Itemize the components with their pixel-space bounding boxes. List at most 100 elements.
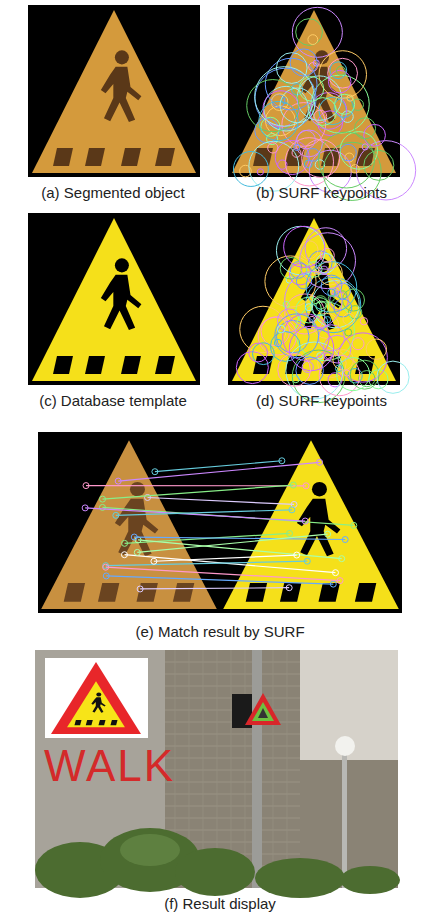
keypoint-circle <box>274 339 281 346</box>
keypoint-circle <box>257 169 263 175</box>
keypoint-circle <box>284 226 325 267</box>
match-point <box>151 558 157 564</box>
panel-caption: (f) Result display <box>20 895 420 913</box>
match-line <box>155 461 282 472</box>
match-line <box>148 497 294 504</box>
match-point <box>304 558 310 564</box>
keypoint-circle <box>360 318 367 325</box>
panel-ground <box>38 432 402 613</box>
keypoint-circle <box>362 144 368 150</box>
keypoint-circle <box>336 66 345 75</box>
keypoint-circle <box>377 361 409 393</box>
match-line <box>103 485 294 499</box>
match-point <box>339 556 345 562</box>
result-sign <box>67 681 125 727</box>
pedestrian-figure <box>297 482 340 556</box>
keypoint-circle <box>338 291 347 300</box>
keypoint-circle <box>268 143 278 153</box>
keypoint-circle <box>333 350 354 371</box>
keypoint-circle <box>307 149 320 162</box>
match-point <box>122 540 128 546</box>
sign-triangle <box>32 218 196 381</box>
pedestrian-figure <box>101 258 142 330</box>
crosswalk-stripe <box>86 720 93 725</box>
keypoint-circle <box>296 19 323 46</box>
keypoint-circle <box>297 76 341 120</box>
match-point <box>134 549 140 555</box>
match-line <box>106 561 308 565</box>
keypoint-circle <box>328 70 351 93</box>
keypoint-circle <box>255 67 315 127</box>
crosswalk-stripe <box>155 148 175 166</box>
keypoint-circle <box>249 141 299 191</box>
sign-triangle <box>41 440 217 609</box>
template-sign <box>32 218 196 381</box>
keypoint-circle <box>249 343 268 362</box>
panel-caption: (c) Database template <box>5 392 221 410</box>
match-point <box>113 512 119 518</box>
match-point <box>103 564 109 570</box>
match-line <box>85 508 305 521</box>
match-point <box>100 496 106 502</box>
crosswalk-stripe <box>98 720 105 725</box>
panel-caption: (b) SURF keypoints <box>220 184 423 202</box>
match-point <box>115 478 121 484</box>
panel-ground <box>28 213 200 385</box>
crosswalk-stripe <box>85 148 105 166</box>
keypoint-circle <box>233 152 268 187</box>
sign-triangle <box>67 681 125 727</box>
match-point <box>287 530 293 536</box>
keypoint-circle <box>300 241 318 259</box>
match-lines <box>82 458 357 592</box>
keypoint-circle <box>352 338 364 350</box>
pedestrian-figure <box>91 693 105 713</box>
keypoint-circle <box>350 360 379 389</box>
match-point <box>103 573 109 579</box>
match-point <box>317 459 323 465</box>
match-point <box>137 586 143 592</box>
match-point <box>337 578 343 584</box>
pedestrian-figure <box>115 482 158 556</box>
keypoint-circle <box>311 298 329 316</box>
keypoint-circle <box>285 271 342 328</box>
sign-triangle <box>232 218 396 381</box>
keypoint-circle <box>302 140 340 178</box>
crosswalk-stripe <box>98 583 119 602</box>
keypoint-circle <box>320 248 334 262</box>
keypoint-circle <box>328 295 334 301</box>
segmented-sign <box>41 440 217 609</box>
keypoint-circle <box>240 306 286 352</box>
crosswalk-stripe <box>318 583 339 602</box>
street-photo <box>35 650 400 898</box>
match-line <box>140 588 289 589</box>
match-point <box>332 570 338 576</box>
match-point <box>289 507 295 513</box>
keypoint-circle <box>340 132 377 169</box>
keypoint-circle <box>278 354 311 387</box>
match-point <box>286 585 292 591</box>
match-point <box>351 522 357 528</box>
keypoint-circle <box>277 325 285 333</box>
surf-keypoints <box>236 226 409 402</box>
crosswalk-stripe <box>280 583 301 602</box>
result-word: WALK <box>44 740 194 793</box>
match-point <box>302 518 308 524</box>
keypoint-circle <box>308 35 318 45</box>
keypoint-circle <box>290 49 317 76</box>
keypoint-circle <box>314 110 327 123</box>
match-point <box>303 483 309 489</box>
keypoint-circle <box>280 88 315 123</box>
keypoint-circle <box>313 60 319 66</box>
match-point <box>131 534 137 540</box>
crosswalk-stripe <box>110 720 117 725</box>
crosswalk-stripe <box>121 356 141 374</box>
match-point <box>290 482 296 488</box>
keypoint-circle <box>306 262 357 313</box>
keypoint-circle <box>364 150 394 180</box>
template-sign <box>232 218 396 381</box>
keypoint-circle <box>344 370 350 376</box>
crosswalk-stripe <box>74 720 81 725</box>
crosswalk-stripe <box>136 583 157 602</box>
match-point <box>330 581 336 587</box>
crosswalk-stripe <box>64 583 85 602</box>
